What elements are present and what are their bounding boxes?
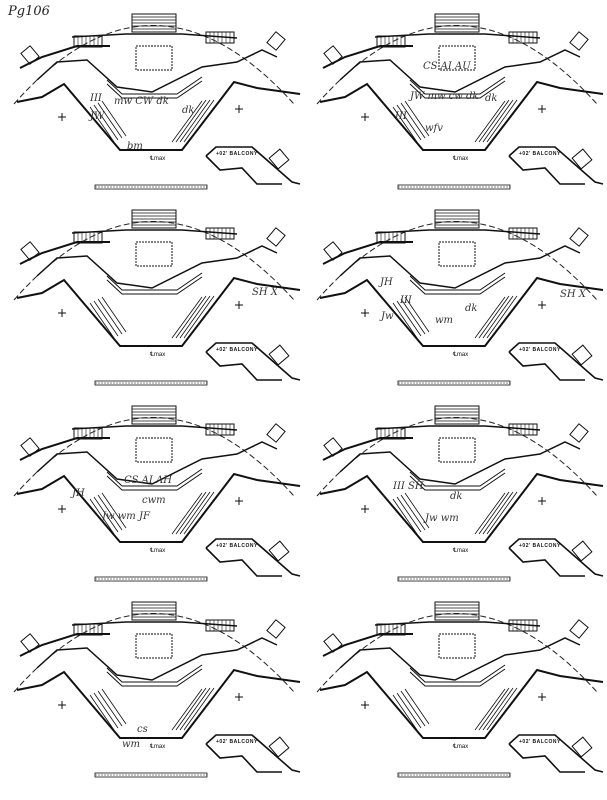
balcony-label: +02' BALCONY: [216, 739, 258, 745]
floor-plan-drawing: [13, 209, 301, 386]
balcony-label: +02' BALCONY: [519, 739, 561, 745]
handwritten-note: III SH: [393, 481, 424, 492]
handwritten-note: dk: [465, 303, 478, 314]
handwritten-note: cs: [137, 724, 148, 735]
centerline-label: ℄max: [453, 744, 469, 750]
floor-plan-panel: +02' BALCONY ℄max CS AI AH JH cwm Jw wm JF: [2, 394, 302, 590]
handwritten-note: wm: [435, 315, 454, 326]
floor-plan-panel: +02' BALCONY ℄max III SH dk Jw wm: [305, 394, 605, 590]
handwritten-note: dk: [485, 93, 498, 104]
floor-plan-drawing: [13, 405, 301, 582]
handwritten-note: CS AI AH: [124, 475, 172, 486]
centerline-label: ℄max: [453, 548, 469, 554]
handwritten-note: JW mw cw dk: [410, 91, 479, 102]
handwritten-note: wfv: [425, 123, 443, 134]
handwritten-note: JW: [90, 111, 105, 122]
handwritten-note: cwm: [142, 495, 166, 506]
centerline-label: ℄max: [453, 352, 469, 358]
handwritten-note: Jw wm JF: [102, 511, 150, 522]
handwritten-note: SH X: [560, 289, 586, 300]
floor-plan-panel: +02' BALCONY ℄max III mw CW dk JW dk bm: [2, 2, 302, 198]
handwritten-note: Jw: [381, 311, 394, 322]
handwritten-note: III: [400, 295, 412, 306]
handwritten-note: CS AI AU: [423, 61, 471, 72]
handwritten-note: SH X: [252, 287, 278, 298]
handwritten-note: JH: [72, 488, 85, 499]
handwritten-note: bm: [127, 141, 143, 152]
floor-plan-drawing: [13, 13, 301, 190]
handwritten-note: III: [90, 93, 102, 104]
handwritten-note: III: [395, 111, 407, 122]
centerline-label: ℄max: [150, 352, 166, 358]
handwritten-note: dk: [450, 491, 463, 502]
handwritten-note: mw CW dk: [114, 96, 169, 107]
floor-plan-drawing: [316, 601, 604, 778]
handwritten-note: JH: [380, 277, 393, 288]
balcony-label: +02' BALCONY: [519, 347, 561, 353]
floor-plan-drawing: [13, 601, 301, 778]
page-number: Pg106: [8, 4, 50, 19]
centerline-label: ℄max: [150, 156, 166, 162]
handwritten-note: Jw wm: [425, 513, 459, 524]
floor-plan-drawing: [316, 13, 604, 190]
handwritten-note: dk: [182, 105, 195, 116]
centerline-label: ℄max: [150, 548, 166, 554]
floor-plan-panel: +02' BALCONY ℄max: [305, 590, 605, 786]
handwritten-note: wm: [122, 739, 141, 750]
floor-plan-panel: +02' BALCONY ℄max SH X: [2, 198, 302, 394]
floor-plan-drawing: [316, 405, 604, 582]
balcony-label: +02' BALCONY: [519, 543, 561, 549]
balcony-label: +02' BALCONY: [216, 347, 258, 353]
floor-plan-panel: +02' BALCONY ℄max cs wm: [2, 590, 302, 786]
centerline-label: ℄max: [150, 744, 166, 750]
floor-plan-drawing: [316, 209, 604, 386]
balcony-label: +02' BALCONY: [216, 543, 258, 549]
balcony-label: +02' BALCONY: [519, 151, 561, 157]
centerline-label: ℄max: [453, 156, 469, 162]
balcony-label: +02' BALCONY: [216, 151, 258, 157]
